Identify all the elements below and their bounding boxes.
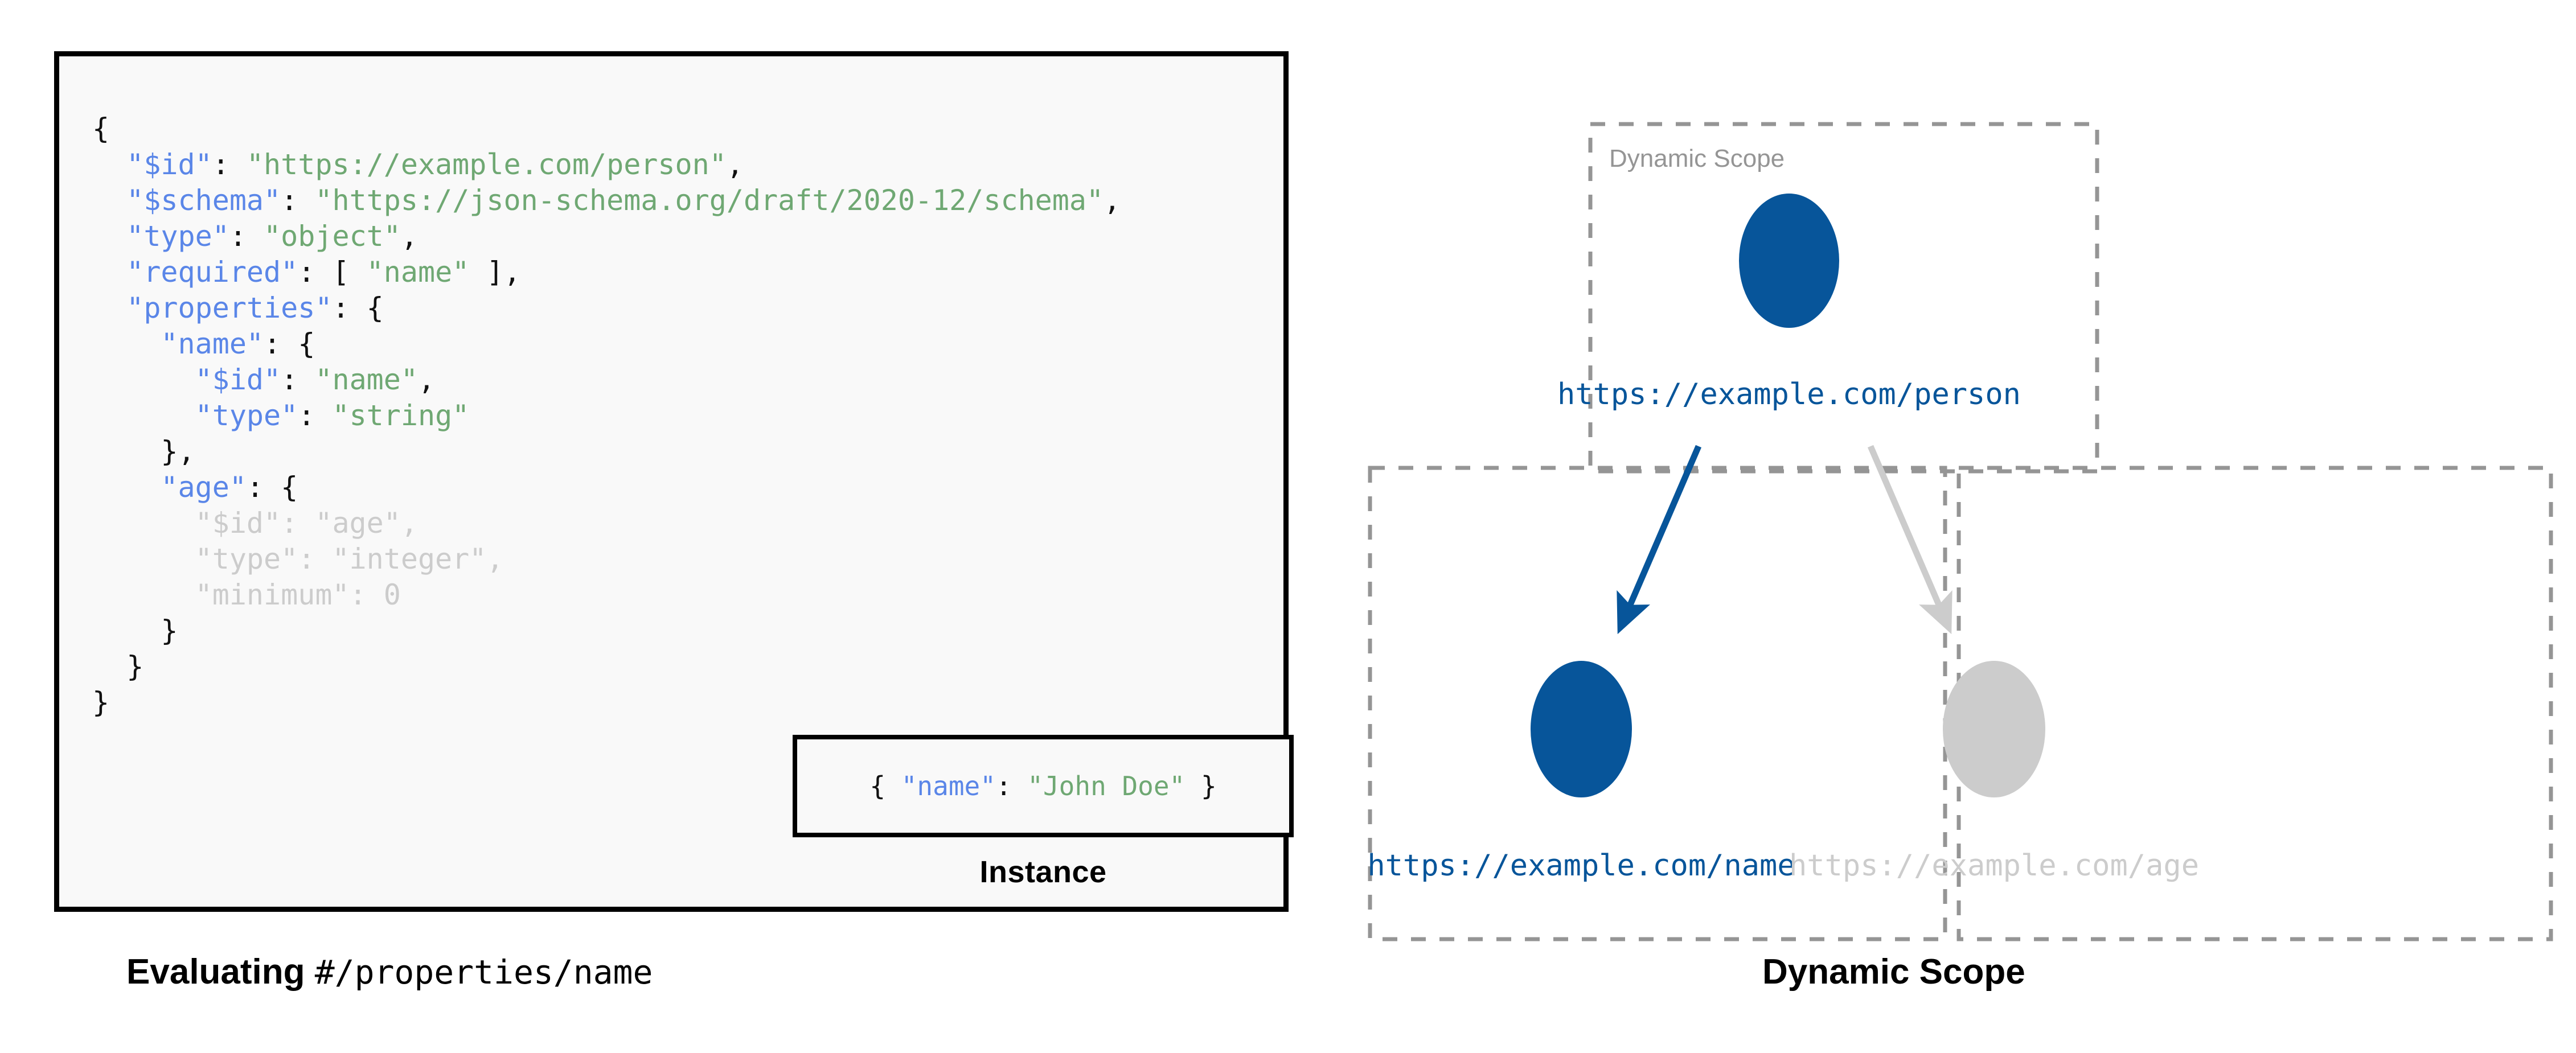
code-token: { bbox=[92, 112, 110, 145]
code-token: , bbox=[417, 363, 436, 396]
code-token: } bbox=[92, 686, 110, 719]
instance-code: { "name": "John Doe" } bbox=[869, 771, 1216, 801]
scope-label: Dynamic Scope bbox=[1609, 145, 1785, 172]
node-name-label: https://example.com/name bbox=[1367, 849, 1795, 883]
code-token: "object" bbox=[264, 220, 401, 253]
code-token: "$id": "age", bbox=[195, 507, 418, 540]
code-token: "$id" bbox=[195, 363, 281, 396]
scope-person bbox=[1588, 122, 2099, 474]
nodes-layer bbox=[1531, 194, 2045, 797]
node-labels-layer: https://example.com/person https://exampl… bbox=[1367, 377, 2199, 883]
dynamic-scope-svg: Dynamic Scope https://example.com/person… bbox=[1367, 122, 2553, 941]
node-person bbox=[1739, 194, 1839, 328]
code-token: } bbox=[161, 614, 178, 647]
right-caption: Dynamic Scope bbox=[1762, 952, 2025, 992]
code-line: "$id": "age", bbox=[92, 505, 1121, 541]
code-token: "properties" bbox=[126, 291, 333, 324]
code-token: , bbox=[400, 220, 418, 253]
code-token: }, bbox=[161, 435, 195, 468]
node-person-label: https://example.com/person bbox=[1557, 377, 2021, 412]
code-token: "name" bbox=[315, 363, 418, 396]
left-caption-bold: Evaluating bbox=[126, 952, 305, 992]
code-line: "properties": { bbox=[92, 290, 1121, 326]
code-line: "$schema": "https://json-schema.org/draf… bbox=[92, 183, 1121, 219]
code-token: "age" bbox=[161, 471, 247, 504]
dynamic-scope-diagram: Dynamic Scope https://example.com/person… bbox=[1355, 85, 2568, 951]
edge-person-to-age bbox=[1867, 445, 1952, 635]
code-token: "$id" bbox=[126, 148, 212, 181]
code-token: "https://example.com/person" bbox=[246, 148, 727, 181]
code-line: "age": { bbox=[92, 470, 1121, 505]
code-token: "name" bbox=[366, 256, 470, 289]
code-token: : bbox=[281, 184, 315, 217]
code-token: } bbox=[126, 650, 144, 683]
code-line: "$id": "https://example.com/person", bbox=[92, 147, 1121, 183]
code-token: : { bbox=[332, 291, 384, 324]
schema-code-block: { "$id": "https://example.com/person", "… bbox=[92, 111, 1121, 721]
edge-person-to-name bbox=[1617, 445, 1702, 635]
code-token: : bbox=[281, 363, 315, 396]
code-line: { bbox=[92, 111, 1121, 147]
instance-token: : bbox=[995, 771, 1028, 801]
code-token: "type": "integer", bbox=[195, 542, 504, 575]
code-token: ], bbox=[469, 256, 521, 289]
code-token: : { bbox=[246, 471, 298, 504]
code-token: "minimum": 0 bbox=[195, 578, 401, 611]
instance-token: "name" bbox=[901, 771, 996, 801]
scope-name bbox=[1368, 466, 1947, 941]
code-token: : [ bbox=[298, 256, 367, 289]
code-token: , bbox=[726, 148, 744, 181]
code-line: "required": [ "name" ], bbox=[92, 254, 1121, 290]
code-token: "https://json-schema.org/draft/2020-12/s… bbox=[315, 184, 1104, 217]
code-line: }, bbox=[92, 434, 1121, 470]
left-caption-pointer: #/properties/name bbox=[314, 953, 653, 992]
code-token: "required" bbox=[126, 256, 298, 289]
code-line: "minimum": 0 bbox=[92, 577, 1121, 613]
code-token: , bbox=[1104, 184, 1121, 217]
schema-code-panel: { "$id": "https://example.com/person", "… bbox=[54, 51, 1294, 912]
code-line: "type": "integer", bbox=[92, 541, 1121, 577]
instance-box: { "name": "John Doe" } bbox=[793, 735, 1294, 837]
code-token: : bbox=[212, 148, 247, 181]
scope-boxes-layer: Dynamic Scope bbox=[1368, 122, 2553, 941]
code-line: "type": "object", bbox=[92, 219, 1121, 254]
left-caption: Evaluating #/properties/name bbox=[126, 952, 653, 992]
node-age bbox=[1943, 661, 2045, 797]
code-line: } bbox=[92, 613, 1121, 649]
code-line: "name": { bbox=[92, 326, 1121, 362]
code-token: "string" bbox=[332, 399, 470, 432]
code-line: } bbox=[92, 685, 1121, 721]
code-token: : { bbox=[264, 327, 315, 360]
node-name bbox=[1531, 661, 1632, 797]
node-age-label: https://example.com/age bbox=[1789, 849, 2199, 883]
instance-group: { "name": "John Doe" } Instance bbox=[793, 735, 1294, 890]
edges-layer bbox=[1617, 445, 1952, 635]
instance-caption: Instance bbox=[979, 855, 1107, 889]
code-token: "type" bbox=[126, 220, 229, 253]
instance-token: { bbox=[869, 771, 901, 801]
code-token: : bbox=[229, 220, 264, 253]
code-line: "$id": "name", bbox=[92, 362, 1121, 398]
code-line: "type": "string" bbox=[92, 398, 1121, 434]
code-token: "name" bbox=[161, 327, 264, 360]
instance-token: } bbox=[1185, 771, 1217, 801]
code-token: : bbox=[298, 399, 333, 432]
code-token: "$schema" bbox=[126, 184, 281, 217]
code-token: "type" bbox=[195, 399, 298, 432]
code-line: } bbox=[92, 649, 1121, 685]
instance-token: "John Doe" bbox=[1027, 771, 1186, 801]
